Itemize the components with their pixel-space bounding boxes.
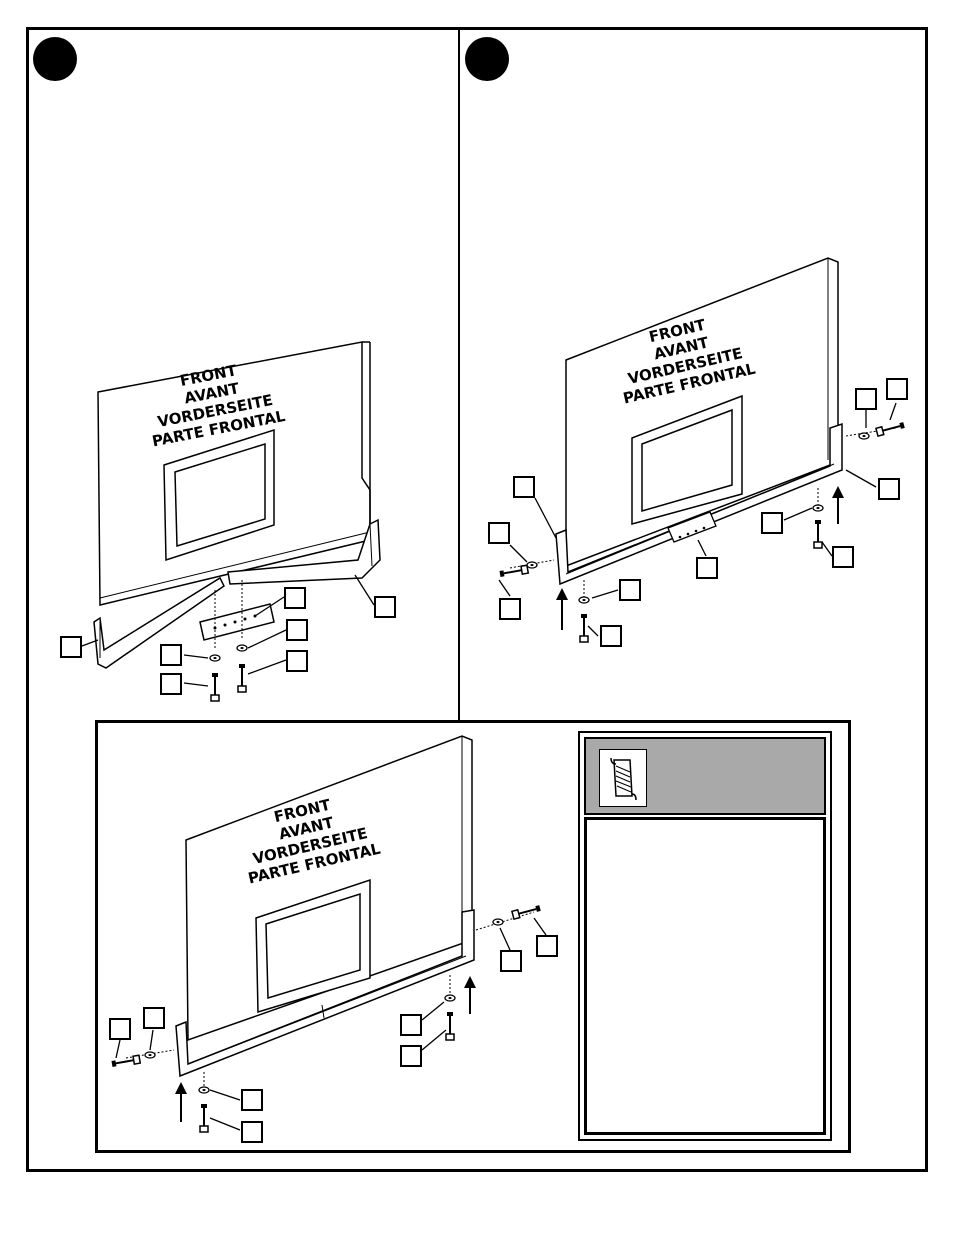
part-callout xyxy=(488,522,510,544)
tools-box xyxy=(578,731,832,1141)
part-callout xyxy=(499,598,521,620)
step-1-drawing: FRONT AVANT VORDERSEITE PARTE FRONTAL xyxy=(81,341,381,702)
part-callout xyxy=(878,478,900,500)
step-1-marker xyxy=(33,37,77,81)
step-3-drawing: FRONT AVANT VORDERSEITE PARTE FRONTAL xyxy=(110,735,547,1133)
page-frame xyxy=(26,27,928,1172)
part-callout xyxy=(109,1018,131,1040)
part-callout xyxy=(241,1121,263,1143)
part-callout xyxy=(143,1007,165,1029)
part-callout xyxy=(513,476,535,498)
part-callout xyxy=(855,388,877,410)
part-callout xyxy=(886,378,908,400)
part-callout xyxy=(286,619,308,641)
part-callout xyxy=(400,1014,422,1036)
part-callout xyxy=(160,673,182,695)
part-callout xyxy=(761,512,783,534)
tools-box-body xyxy=(584,817,826,1135)
part-callout xyxy=(696,557,718,579)
panel-divider xyxy=(458,28,460,720)
part-callout xyxy=(374,596,396,618)
bottom-panel-frame xyxy=(95,720,851,1153)
part-callout xyxy=(400,1045,422,1067)
part-callout xyxy=(619,579,641,601)
part-callout xyxy=(284,587,306,609)
part-callout xyxy=(536,935,558,957)
part-callout xyxy=(832,546,854,568)
part-callout xyxy=(500,950,522,972)
step-2-drawing: FRONT AVANT VORDERSEITE PARTE FRONTAL xyxy=(498,257,907,643)
step-2-marker xyxy=(465,37,509,81)
part-callout xyxy=(160,644,182,666)
tools-box-header xyxy=(584,737,826,815)
part-callout xyxy=(286,650,308,672)
part-callout xyxy=(241,1089,263,1111)
tool-icon xyxy=(599,749,647,807)
part-callout xyxy=(60,636,82,658)
part-callout xyxy=(600,625,622,647)
